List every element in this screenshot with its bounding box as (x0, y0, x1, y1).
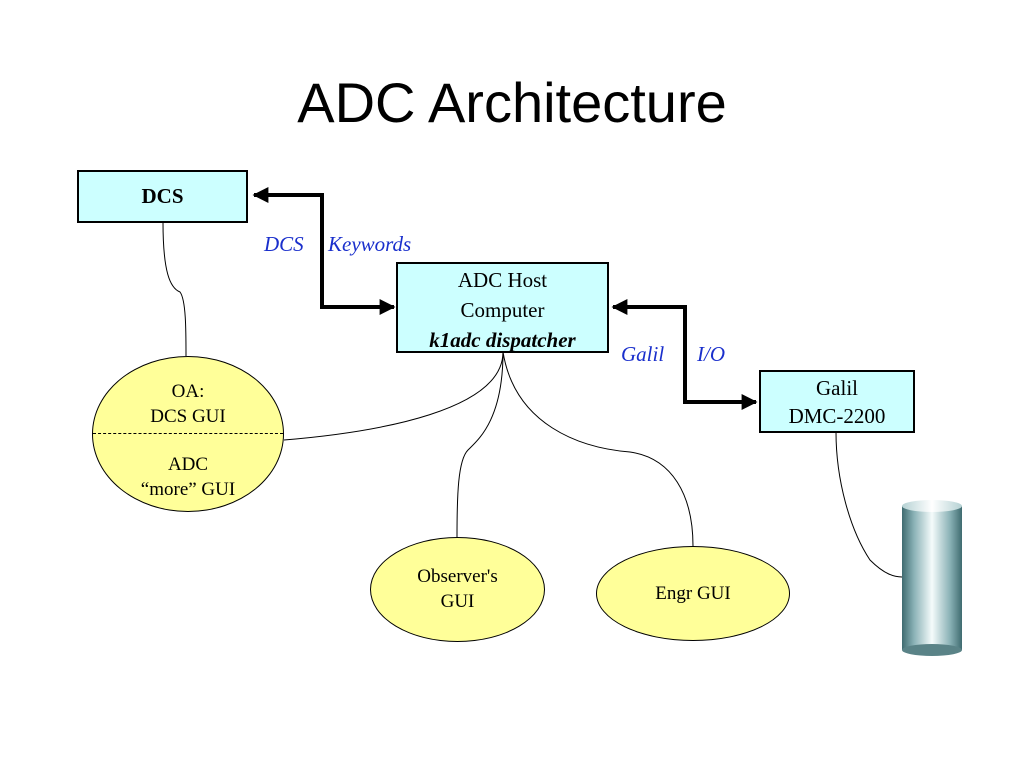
host-engr-connector (502, 351, 694, 547)
device-cylinder (902, 500, 962, 656)
observer-gui-oval: Observer's GUI (370, 537, 545, 642)
galil-link-label: Galil (621, 342, 665, 366)
oa-oval: OA: DCS GUI ADC “more” GUI (92, 356, 284, 512)
oa-line-2: DCS GUI (150, 406, 226, 427)
host-line-2: Computer (460, 298, 545, 322)
galil-box: Galil DMC-2200 (759, 370, 915, 433)
adc-host-box: ADC Host Computer k1adc dispatcher (396, 262, 609, 353)
dcs-link-label: DCS (264, 232, 304, 256)
oa-divider (93, 433, 283, 434)
host-dispatcher-label: k1adc dispatcher (429, 328, 576, 352)
dcs-label: DCS (141, 184, 184, 208)
engr-gui-oval: Engr GUI (596, 546, 790, 641)
host-observer-connector (456, 351, 504, 538)
engr-line-1: Engr GUI (655, 583, 731, 604)
host-galil-arrow (611, 299, 758, 410)
host-line-1: ADC Host (457, 268, 548, 292)
dcs-oa-connector (162, 221, 187, 357)
galil-line-2: DMC-2200 (788, 404, 886, 428)
oa-line-4: “more” GUI (140, 479, 236, 500)
keywords-link-label: Keywords (328, 232, 412, 256)
observer-line-1: Observer's (417, 566, 498, 587)
oa-line-3: ADC (167, 454, 209, 475)
observer-line-2: GUI (440, 591, 475, 612)
dcs-box: DCS (77, 170, 248, 223)
oa-top-text: OA: DCS GUI (93, 379, 283, 429)
oa-bottom-text: ADC “more” GUI (93, 452, 283, 502)
galil-device-connector (835, 431, 903, 578)
host-oa-connector (283, 351, 504, 441)
slide-title: ADC Architecture (297, 71, 727, 134)
galil-line-1: Galil (816, 376, 858, 400)
dcs-host-arrow (252, 187, 396, 315)
io-link-label: I/O (697, 342, 725, 366)
oa-line-1: OA: (171, 381, 205, 402)
